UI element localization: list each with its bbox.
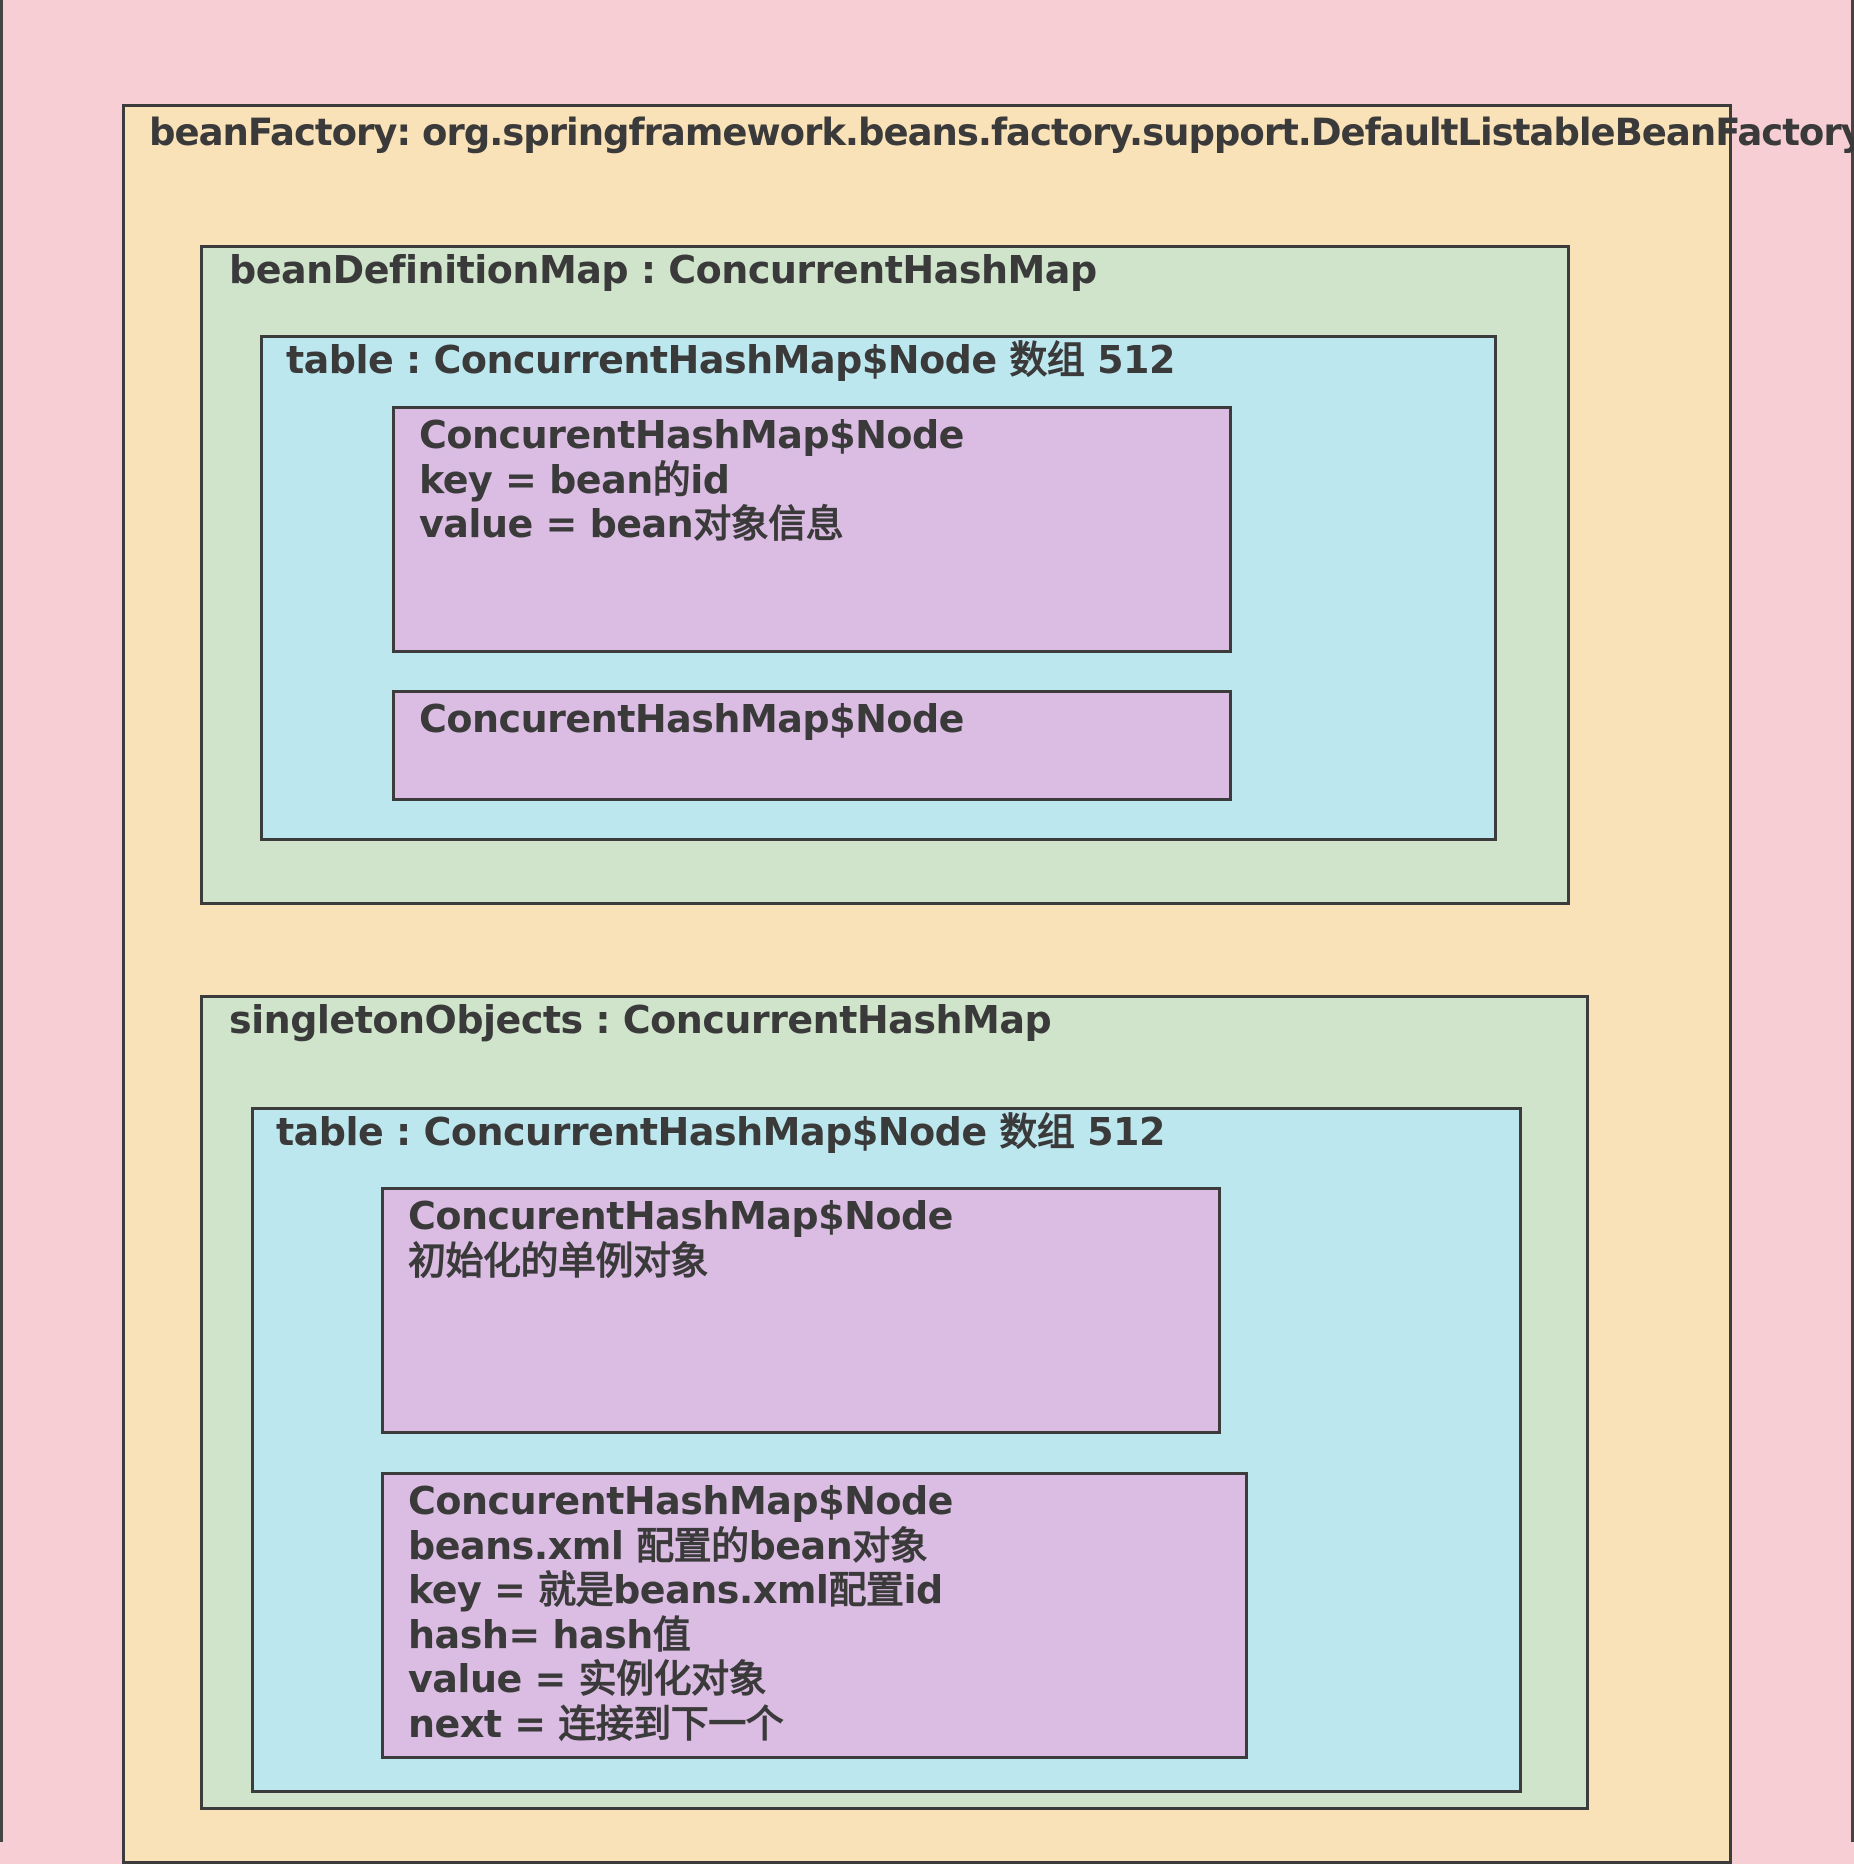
node-line: ConcurentHashMap$Node [408, 1479, 953, 1523]
singleton-node: ConcurentHashMap$Node 初始化的单例对象 [381, 1187, 1221, 1434]
node-line: key = bean的id [419, 457, 730, 502]
bean-definition-table-title: table : ConcurrentHashMap$Node 数组 512 [286, 338, 1175, 382]
bean-factory-title: beanFactory: org.springframework.beans.f… [149, 111, 1854, 154]
bean-definition-map-box: beanDefinitionMap : ConcurrentHashMap ta… [200, 245, 1570, 905]
node-line: key = 就是beans.xml配置id [408, 1568, 943, 1612]
singleton-objects-title: singletonObjects : ConcurrentHashMap [229, 998, 1052, 1042]
node-line: value = 实例化对象 [408, 1657, 767, 1701]
singleton-objects-box: singletonObjects : ConcurrentHashMap tab… [200, 995, 1589, 1810]
singleton-table-title: table : ConcurrentHashMap$Node 数组 512 [276, 1110, 1165, 1154]
node-line: value = bean对象信息 [419, 502, 844, 546]
singleton-node: ConcurentHashMap$Node beans.xml 配置的bean对… [381, 1472, 1248, 1759]
node-line: 初始化的单例对象 [408, 1238, 709, 1283]
node-line: next = 连接到下一个 [408, 1701, 784, 1746]
bean-definition-node: ConcurentHashMap$Node [392, 690, 1232, 801]
bean-definition-table-box: table : ConcurrentHashMap$Node 数组 512 Co… [260, 335, 1497, 841]
node-line: ConcurentHashMap$Node [419, 413, 964, 457]
singleton-table-box: table : ConcurrentHashMap$Node 数组 512 Co… [251, 1107, 1522, 1793]
node-line: ConcurentHashMap$Node [419, 697, 964, 741]
bean-definition-node: ConcurentHashMap$Node key = bean的id valu… [392, 406, 1232, 653]
bean-definition-map-title: beanDefinitionMap : ConcurrentHashMap [229, 248, 1097, 292]
node-line: hash= hash值 [408, 1612, 691, 1657]
node-line: ConcurentHashMap$Node [408, 1194, 953, 1238]
node-line: beans.xml 配置的bean对象 [408, 1523, 928, 1568]
